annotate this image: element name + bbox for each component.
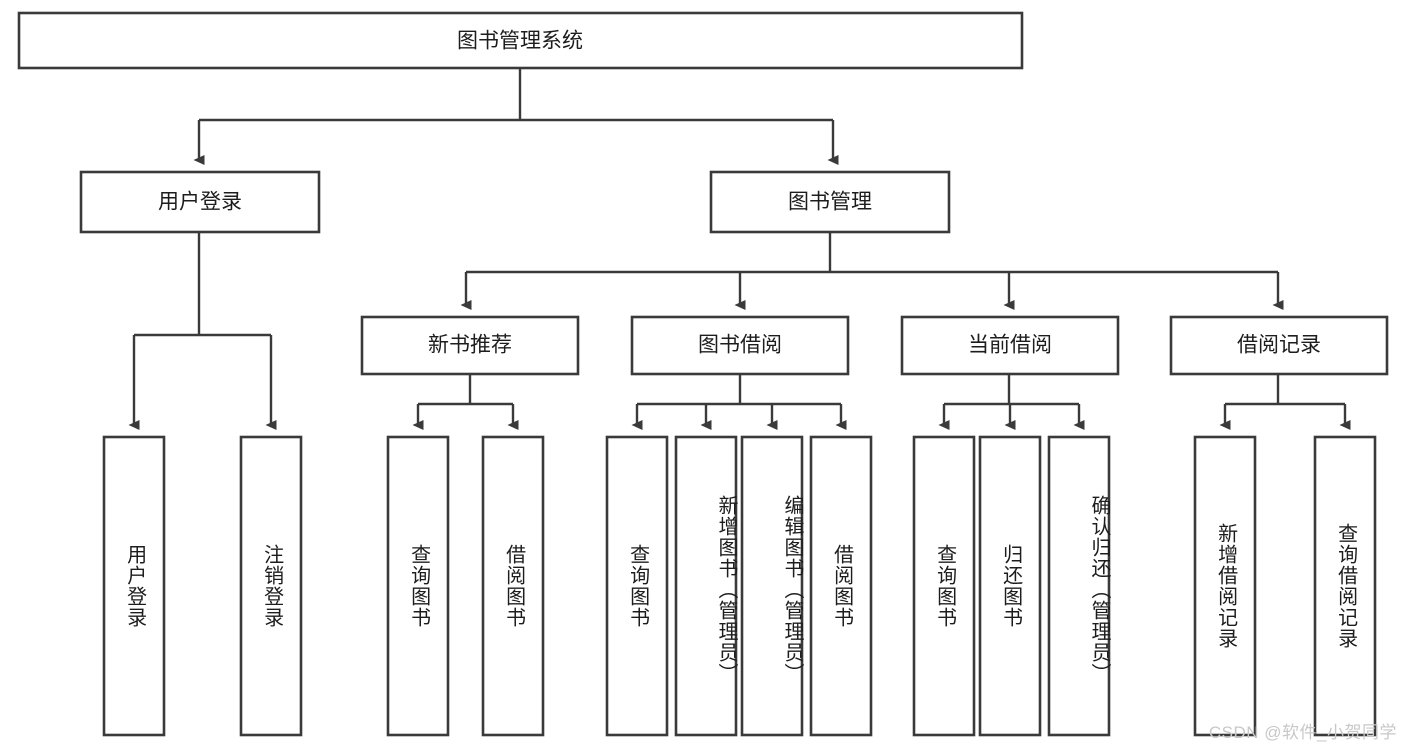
node-new-book-recommend-label: 新书推荐 <box>428 334 512 357</box>
connector-bookmgmt-to-level3 <box>460 232 1284 310</box>
node-user-login[interactable]: 用户登录 <box>79 170 321 234</box>
node-current-borrow[interactable]: 当前借阅 <box>900 315 1120 376</box>
node-book-borrow-label: 图书借阅 <box>698 334 782 357</box>
connector-root-to-level2 <box>193 68 839 165</box>
node-new-book-recommend[interactable]: 新书推荐 <box>360 315 580 376</box>
leaf-box-user-login-1[interactable] <box>239 435 303 737</box>
leaf-box-new-book-0[interactable] <box>386 435 450 737</box>
connector-userlogin-to-leaves <box>128 232 277 430</box>
node-borrow-record-label: 借阅记录 <box>1237 334 1321 357</box>
connector-newbook-to-leaves <box>412 374 519 430</box>
leaf-box-book-borrow-0[interactable] <box>605 435 669 737</box>
leaf-box-book-borrow-3[interactable] <box>809 435 873 737</box>
watermark-text: CSDN @软件_小贺同学 <box>1208 723 1397 742</box>
node-borrow-record[interactable]: 借阅记录 <box>1169 315 1389 376</box>
leaf-box-user-login-0[interactable] <box>102 435 166 737</box>
leaf-box-new-book-1[interactable] <box>481 435 545 737</box>
node-root-label: 图书管理系统 <box>457 30 583 53</box>
node-book-management[interactable]: 图书管理 <box>709 170 951 234</box>
leaf-box-current-borrow-1[interactable] <box>978 435 1042 737</box>
leaf-box-book-borrow-1[interactable] <box>674 435 738 737</box>
node-book-borrow[interactable]: 图书借阅 <box>630 315 850 376</box>
node-book-management-label: 图书管理 <box>788 191 872 214</box>
node-root[interactable]: 图书管理系统 <box>17 11 1024 70</box>
connector-currentborrow-to-leaves <box>938 374 1085 430</box>
node-current-borrow-label: 当前借阅 <box>968 334 1052 357</box>
leaf-box-borrow-record-0[interactable] <box>1193 435 1257 737</box>
leaf-box-book-borrow-2[interactable] <box>740 435 804 737</box>
connector-bookborrow-to-leaves <box>631 374 847 430</box>
leaf-box-current-borrow-2[interactable] <box>1047 435 1111 737</box>
leaf-box-current-borrow-0[interactable] <box>912 435 976 737</box>
node-user-login-label: 用户登录 <box>158 191 242 214</box>
connector-borrowrecord-to-leaves <box>1219 374 1351 430</box>
leaf-box-borrow-record-1[interactable] <box>1313 435 1377 737</box>
